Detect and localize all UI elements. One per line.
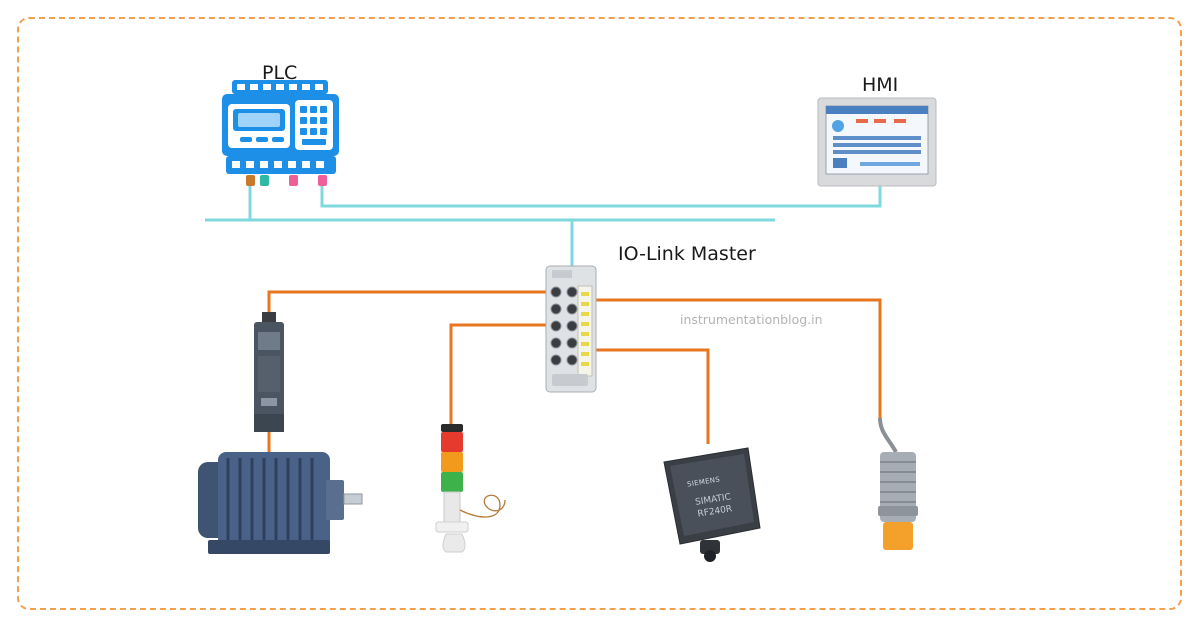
- hmi-label: HMI: [862, 74, 899, 96]
- cable-stack-light: [449, 323, 555, 425]
- hmi-panel-icon: [817, 97, 937, 187]
- plc-hmi-link: [320, 186, 882, 208]
- diagram-frame: [17, 17, 1182, 610]
- io-link-cables: [267, 290, 882, 455]
- stack-light-icon: [435, 424, 506, 553]
- io-link-master-icon: [545, 265, 597, 393]
- plc-label: PLC: [262, 62, 298, 84]
- proximity-sensor-icon: [878, 417, 918, 550]
- network-bus: [205, 180, 882, 268]
- rfid-reader-icon: [663, 447, 761, 562]
- cable-proximity-sensor: [572, 298, 882, 420]
- cable-rfid-reader: [572, 348, 710, 444]
- electric-motor-icon: [198, 452, 363, 554]
- io-link-master-label: IO-Link Master: [618, 243, 756, 265]
- plc-icon: [222, 80, 339, 186]
- cable-motor-starter: [267, 290, 556, 320]
- watermark: instrumentationblog.in: [680, 312, 823, 327]
- motor-starter-icon: [254, 312, 284, 432]
